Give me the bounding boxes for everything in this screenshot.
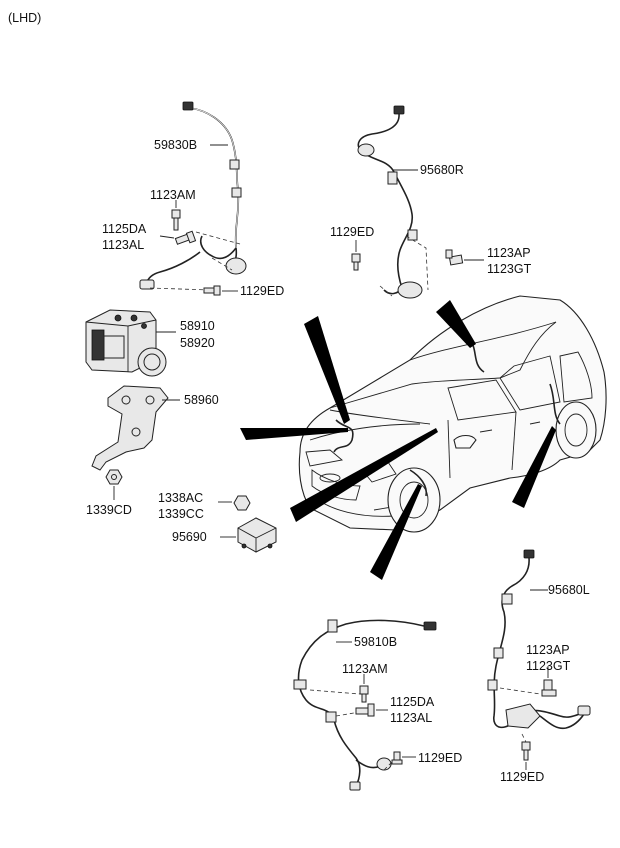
part-label: 1339CD — [86, 503, 132, 517]
clip-icon — [387, 171, 398, 185]
connector-icon — [423, 621, 437, 631]
part-label: 1123AM — [150, 188, 196, 202]
clip-icon — [231, 187, 242, 198]
part-label: 95680R — [420, 163, 464, 177]
pointer-wedge — [290, 428, 438, 522]
part-label: 1123AP — [487, 246, 531, 260]
bolt-icon — [521, 741, 531, 761]
nut-icon — [233, 495, 251, 511]
sensor-connector-icon — [349, 781, 361, 791]
bolt-icon — [391, 751, 403, 765]
bolt-icon — [541, 679, 557, 697]
part-label: 58960 — [184, 393, 219, 407]
part-label: 1123AL — [390, 711, 432, 725]
part-label: 1123GT — [487, 262, 532, 276]
connector-icon — [523, 549, 535, 559]
part-label: 1129ED — [330, 225, 374, 239]
sensor-head-icon — [376, 757, 392, 771]
pointer-wedge — [240, 428, 348, 440]
grommet-icon — [357, 143, 375, 157]
rear-sensor-cable-left-group — [139, 101, 247, 291]
hydraulic-unit-icon — [85, 309, 167, 377]
variant-label: (LHD) — [8, 11, 41, 25]
part-label: 1123GT — [526, 659, 571, 673]
part-label: 1129ED — [240, 284, 284, 298]
part-label: 1125DA — [390, 695, 435, 709]
sensor-head-icon — [225, 257, 247, 275]
clip-icon — [293, 679, 307, 690]
sensor-head-icon — [397, 281, 423, 299]
part-label: 1338AC — [158, 491, 203, 505]
bolt-icon — [203, 285, 221, 296]
pointer-wedge — [512, 426, 556, 508]
part-label: 1123AP — [526, 643, 570, 657]
bolt-icon — [351, 253, 361, 271]
bolt-icon — [171, 209, 181, 231]
connector-icon — [393, 105, 405, 115]
mounting-bracket-icon — [91, 385, 169, 471]
part-label: 59830B — [154, 138, 197, 152]
sensor-connector-icon — [139, 279, 155, 290]
front-sensor-left-group — [487, 549, 591, 743]
part-label: 1123AL — [102, 238, 144, 252]
sensor-head-icon — [505, 703, 541, 729]
pointer-wedge — [436, 300, 476, 348]
pointer-wedge — [370, 484, 422, 580]
part-label: 59810B — [354, 635, 397, 649]
connector-icon — [182, 101, 194, 111]
bolt-icon — [359, 685, 369, 703]
part-label: 95680L — [548, 583, 590, 597]
part-label: 1125DA — [102, 222, 147, 236]
part-label: 1123AM — [342, 662, 388, 676]
nut-icon — [105, 469, 123, 485]
clip-icon — [327, 619, 338, 633]
clip-icon — [487, 679, 498, 691]
part-label: 1129ED — [418, 751, 462, 765]
pointer-wedge — [304, 316, 350, 424]
part-label: 58920 — [180, 336, 215, 350]
part-label: 1339CC — [158, 507, 204, 521]
sensor-connector-icon — [577, 705, 591, 716]
yaw-rate-sensor-icon — [237, 517, 277, 553]
part-label: 58910 — [180, 319, 215, 333]
part-label: 1129ED — [500, 770, 544, 784]
front-sensor-right-group — [357, 105, 429, 299]
part-label: 95690 — [172, 530, 207, 544]
clip-icon — [493, 647, 504, 659]
bolt-icon — [355, 703, 375, 717]
bolt-icon — [445, 249, 464, 266]
clip-icon — [407, 229, 418, 241]
bolt-icon — [174, 230, 197, 245]
clip-icon — [229, 159, 240, 170]
clip-icon — [501, 593, 513, 605]
clip-icon — [325, 711, 337, 723]
